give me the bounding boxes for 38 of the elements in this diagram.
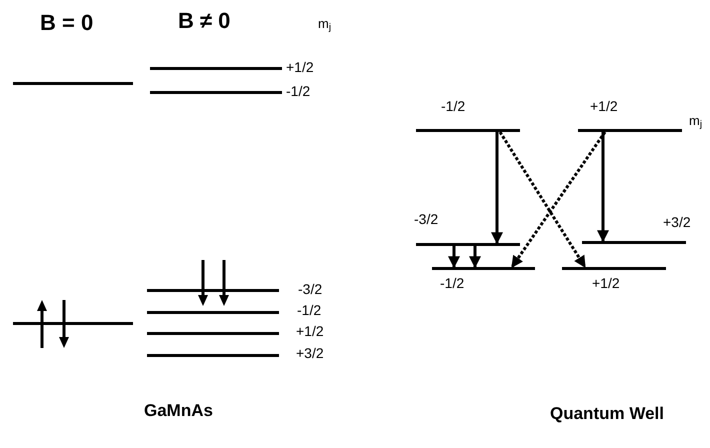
diagram-label: GaMnAs: [144, 400, 213, 422]
energy-level: [150, 67, 282, 70]
quantum-number: +3/2: [296, 345, 324, 361]
transition-arrow: [448, 246, 460, 268]
quantum-number: -3/2: [298, 281, 322, 297]
quantum-number: -3/2: [414, 211, 438, 227]
energy-level: [416, 129, 520, 132]
energy-level: [147, 311, 279, 314]
quantum-number: +1/2: [286, 59, 314, 75]
energy-level: [562, 267, 666, 270]
diagram-label: Quantum Well: [550, 403, 664, 425]
quantum-number: +1/2: [590, 98, 618, 114]
energy-level: [147, 289, 279, 292]
transition-arrow: [510, 131, 606, 268]
energy-level: [147, 332, 279, 335]
quantum-number: -1/2: [440, 275, 464, 291]
transition-arrow: [491, 132, 503, 244]
diagram-label: m$_{j}$: [689, 112, 702, 130]
diagram-label: B = 0: [40, 9, 94, 37]
quantum-number: +3/2: [663, 214, 691, 230]
quantum-number: +1/2: [592, 275, 620, 291]
energy-level: [147, 354, 279, 357]
transition-arrow: [498, 131, 586, 268]
energy-level: [582, 241, 686, 244]
energy-level: [13, 82, 133, 85]
transition-arrow: [597, 132, 609, 242]
energy-level: [578, 129, 682, 132]
transition-arrow: [469, 246, 481, 268]
energy-level: [13, 322, 133, 325]
diagram-label: m$_{j}$: [318, 15, 332, 34]
quantum-number: -1/2: [441, 98, 466, 114]
quantum-number: -1/2: [297, 302, 322, 318]
quantum-number: -1/2: [286, 83, 310, 99]
quantum-number: +1/2: [296, 323, 324, 339]
energy-level: [150, 91, 282, 94]
energy-level: [432, 267, 535, 270]
diagram-label: B ≠ 0: [178, 7, 230, 35]
energy-level: [416, 243, 520, 246]
